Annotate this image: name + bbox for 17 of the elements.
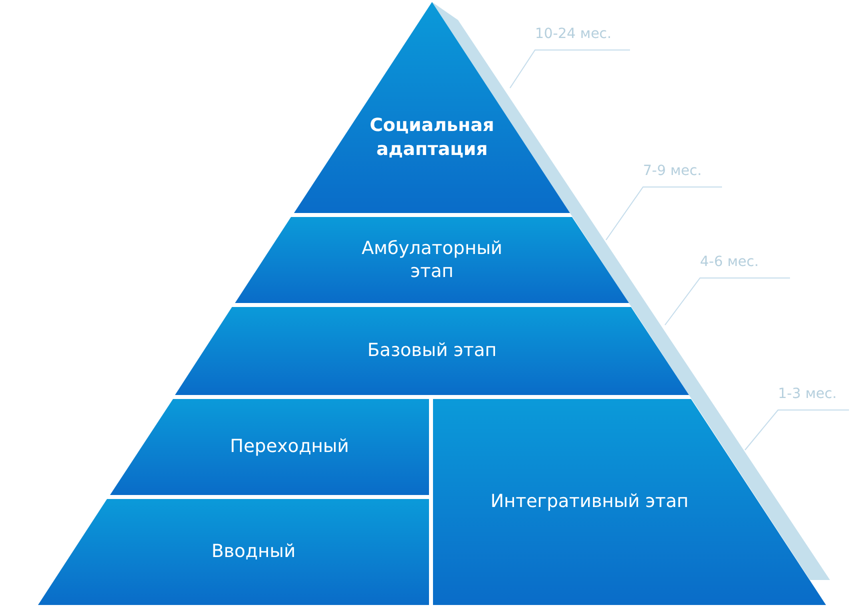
tier-label: Амбулаторный этап [360,236,504,284]
tier-label: Вводный [211,540,296,564]
pyramid-tier [38,499,429,605]
leader-line [664,278,790,326]
tier-label: Базовый этап [367,339,497,363]
leader-line [744,410,850,450]
pyramid-tier [433,399,826,605]
duration-label: 7-9 мес. [643,163,702,179]
leader-line [510,50,630,88]
tier-label: Переходный [230,435,349,459]
tier-label: Интегративный этап [490,490,689,514]
duration-label: 10-24 мес. [535,26,612,42]
pyramid-tier [110,399,429,495]
leader-line [606,186,722,240]
duration-label: 1-3 мес. [778,386,837,402]
tier-label: Социальная адаптация [368,114,496,161]
duration-label: 4-6 мес. [700,254,759,270]
